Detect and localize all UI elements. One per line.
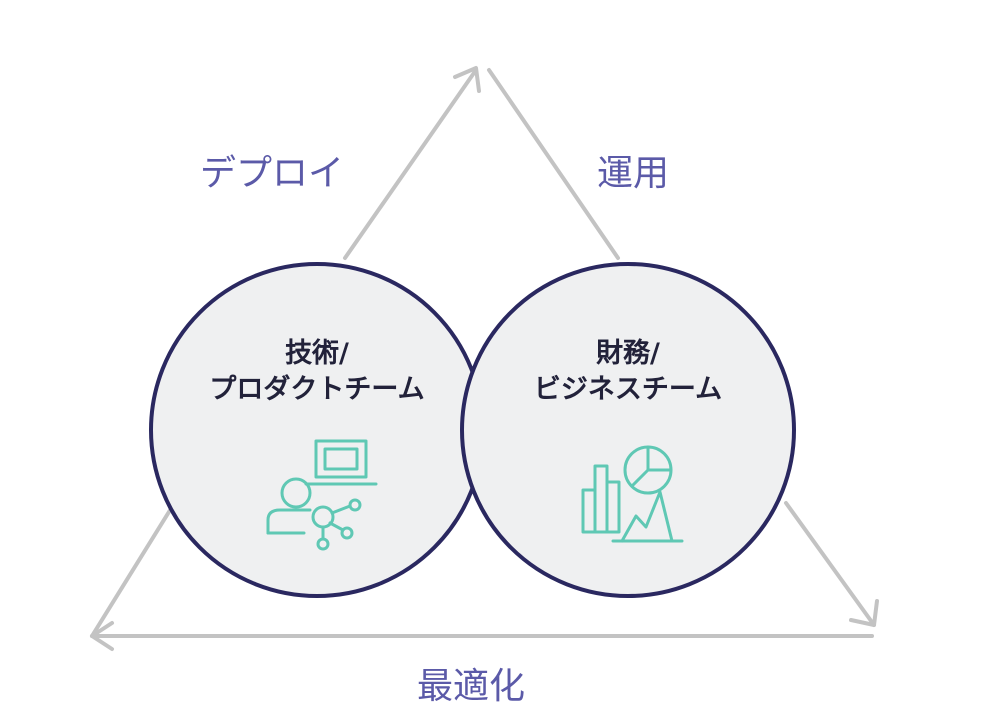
tech-team-title-line2: プロダクトチーム xyxy=(209,374,425,406)
optimize-arrowhead xyxy=(90,621,114,651)
optimize-label: 最適化 xyxy=(417,666,526,707)
operate-arrow xyxy=(487,68,620,260)
person-laptop-network-icon xyxy=(266,439,378,551)
deploy-arrow xyxy=(343,68,478,260)
business-team-title-line1: 財務/ xyxy=(596,338,660,369)
operate-arrow-lower xyxy=(784,501,876,627)
tech-team-title: 技術/ プロダクトチーム xyxy=(167,336,467,409)
business-team-circle xyxy=(460,262,796,598)
bar-pie-chart-icon xyxy=(581,445,684,543)
operate-arrowhead xyxy=(849,599,879,627)
business-team-title-line2: ビジネスチーム xyxy=(533,374,723,406)
deploy-label: デプロイ xyxy=(200,153,345,194)
business-team-title: 財務/ ビジネスチーム xyxy=(478,336,778,409)
operate-label: 運用 xyxy=(597,153,670,194)
tech-team-title-line1: 技術/ xyxy=(285,338,349,369)
optimize-arrow-left xyxy=(90,505,174,638)
deploy-arrowhead xyxy=(453,66,481,93)
